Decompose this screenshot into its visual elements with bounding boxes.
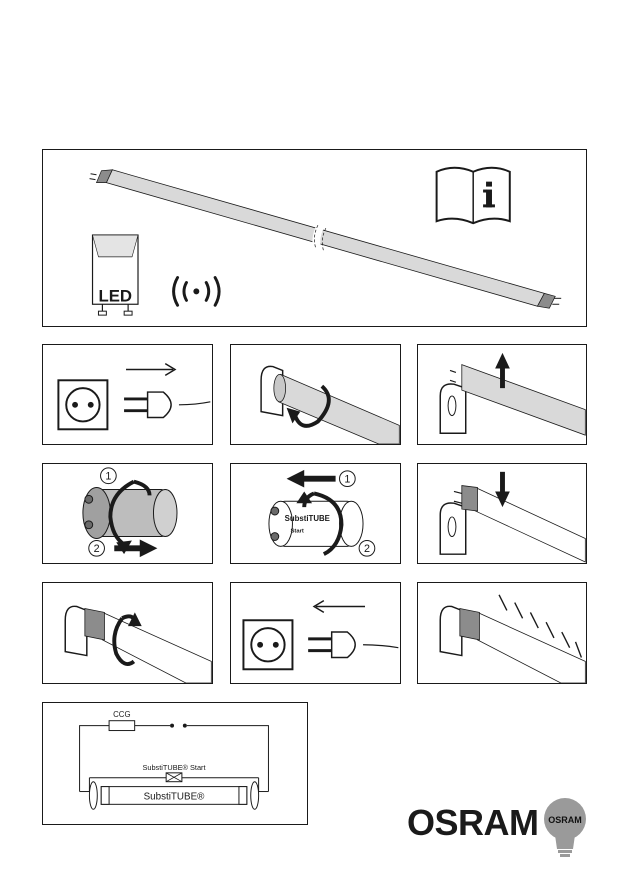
step-number-label: 2 [94, 543, 100, 555]
step-number-label: 1 [105, 471, 111, 483]
rotate-arrow-icon [286, 384, 331, 428]
substitube-start-icon: SubstiTUBE® Start [88, 763, 260, 792]
step-8-plug-in-panel [230, 582, 401, 684]
arrow-right-icon [126, 362, 177, 377]
starter-brand-text: SubstiTUBE [285, 514, 330, 523]
osram-wordmark: OSRAM [407, 802, 539, 843]
arrow-up-icon [495, 352, 510, 389]
hero-illustration: LED [89, 166, 562, 316]
substitube-starter-icon: SubstiTUBE Start [268, 500, 364, 547]
led-tube-icon [453, 485, 586, 563]
step-6-insert-tube-panel [417, 463, 587, 564]
step-number-label: 2 [364, 543, 370, 555]
circuit-diagram-panel: CCG SubstiTUBE® Start SubstiTUBE® [42, 702, 308, 825]
substitube-tube-icon: SubstiTUBE® [79, 781, 269, 810]
led-starter-icon: LED [91, 234, 139, 316]
osram-bulb-logo: OSRAM [543, 797, 587, 859]
ccg-ballast-icon: CCG [108, 710, 136, 732]
driver-label: LED [98, 286, 132, 305]
info-manual-icon [435, 166, 511, 225]
radio-signal-icon [172, 276, 221, 307]
step-number-label: 1 [344, 474, 350, 486]
starter-icon [82, 487, 178, 539]
step-number-1: 1 [339, 470, 356, 488]
rotate-arrow-icon [112, 612, 142, 666]
tube-segment-icon [273, 373, 400, 444]
lamp-holder-icon [439, 383, 467, 434]
arrow-right-icon [114, 539, 158, 558]
tube-segment-icon [449, 364, 586, 436]
hero-panel: LED [42, 149, 587, 327]
rotate-arrow-icon [296, 491, 344, 556]
wall-socket-icon [57, 379, 109, 431]
step-9-light-on-panel [417, 582, 587, 684]
circuit-wiring [79, 725, 269, 792]
step-number-2: 2 [358, 539, 376, 557]
arrow-left-icon [286, 469, 336, 488]
arrow-left-icon [312, 600, 366, 614]
led-tube-icon [459, 608, 586, 683]
lamp-holder-icon [439, 502, 467, 555]
step-number-1: 1 [100, 467, 117, 485]
start-label: SubstiTUBE® Start [142, 763, 205, 772]
starter-model-text: Start [291, 529, 304, 535]
wall-socket-icon [242, 619, 294, 671]
step-2-rotate-panel [230, 344, 401, 445]
tube-label: SubstiTUBE® [144, 791, 206, 802]
step-3-remove-panel [417, 344, 587, 445]
badge-text: OSRAM [548, 815, 582, 825]
led-tube-icon [89, 169, 562, 309]
lamp-holder-icon [439, 605, 463, 657]
step-number-2: 2 [88, 539, 105, 557]
led-tube-icon [84, 608, 212, 683]
switch-icon [170, 723, 187, 728]
plug-icon [308, 631, 399, 659]
arrow-down-icon [495, 471, 510, 508]
light-rays-icon [498, 594, 583, 658]
plug-icon [124, 391, 211, 419]
step-1-unplug-panel [42, 344, 213, 445]
step-7-rotate-lock-panel [42, 582, 213, 684]
lamp-holder-icon [64, 605, 88, 657]
step-4-remove-starter-panel: 1 2 [42, 463, 213, 564]
ccg-label: CCG [113, 710, 130, 719]
step-5-insert-starter-panel: 1 SubstiTUBE Start 2 [230, 463, 401, 564]
